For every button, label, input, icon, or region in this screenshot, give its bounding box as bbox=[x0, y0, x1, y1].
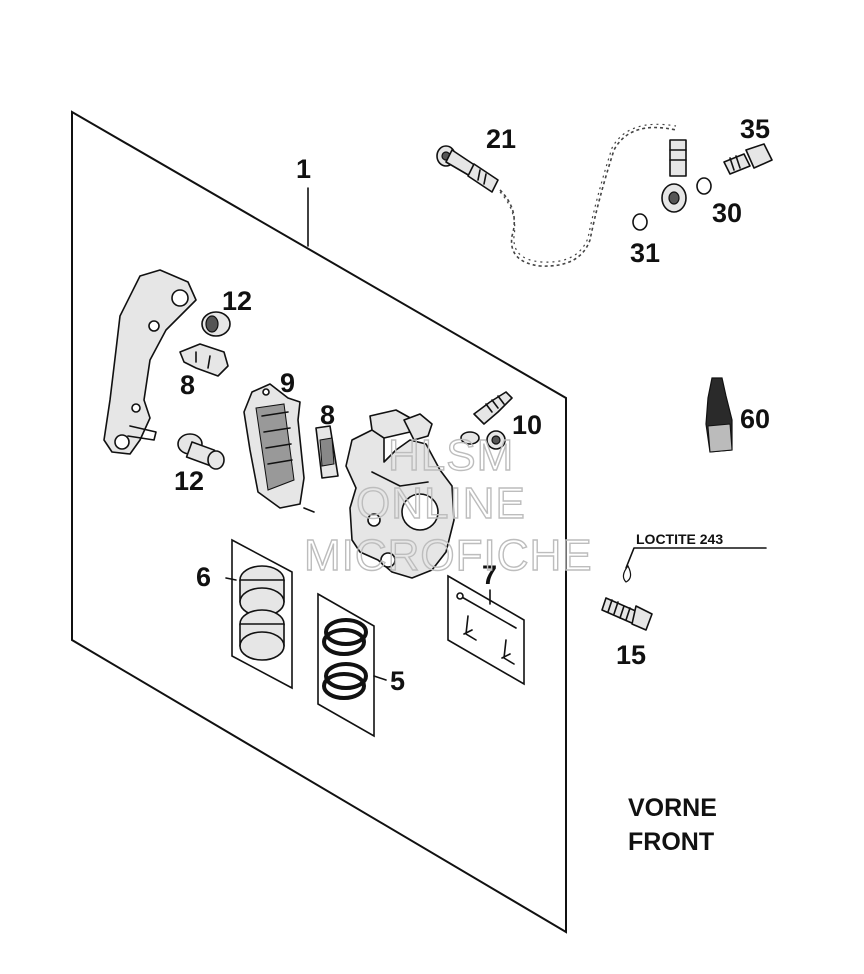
callout-7: 7 bbox=[482, 560, 497, 590]
pin-kit[interactable] bbox=[447, 574, 525, 686]
caption-vorne: VORNE bbox=[628, 794, 717, 822]
leader-line-6 bbox=[225, 577, 237, 581]
seal-kit[interactable] bbox=[317, 592, 375, 738]
loctite-label: LOCTITE 243 bbox=[636, 531, 723, 547]
watermark-line-1: HLSM bbox=[388, 431, 514, 480]
callout-60: 60 bbox=[740, 404, 770, 434]
callout-31: 31 bbox=[630, 238, 660, 268]
callout-8-right: 8 bbox=[320, 400, 335, 430]
callout-15: 15 bbox=[616, 640, 646, 670]
caliper-screw[interactable] bbox=[601, 597, 653, 631]
watermark-line-2: ONLINE bbox=[356, 479, 526, 528]
caption-front: FRONT bbox=[628, 828, 714, 856]
loctite-leader bbox=[625, 547, 767, 569]
callout-6: 6 bbox=[196, 562, 211, 592]
copper-washer-30[interactable] bbox=[696, 177, 712, 195]
callout-30: 30 bbox=[712, 198, 742, 228]
leader-line-5 bbox=[373, 675, 387, 681]
pad-retainer-plate[interactable] bbox=[315, 425, 339, 479]
watermark: HLSM ONLINE MICROFICHE bbox=[303, 430, 593, 580]
caliper-body[interactable] bbox=[345, 409, 455, 579]
pistons-kit[interactable] bbox=[231, 538, 293, 690]
threadlocker-bottle[interactable] bbox=[705, 377, 733, 453]
bleeder-screw[interactable] bbox=[460, 391, 513, 450]
banjo-bolt[interactable] bbox=[723, 143, 773, 175]
loctite-drop-icon bbox=[622, 564, 632, 583]
callout-12-upper: 12 bbox=[222, 286, 252, 316]
bushing-upper[interactable] bbox=[201, 311, 231, 337]
callout-8-upper: 8 bbox=[180, 370, 195, 400]
watermark-line-3: MICROFICHE bbox=[304, 531, 593, 580]
callout-1: 1 bbox=[296, 154, 311, 184]
pad-spring-upper[interactable] bbox=[179, 343, 229, 377]
brake-hose[interactable] bbox=[436, 123, 687, 267]
caliper-assembly-panel bbox=[71, 110, 567, 934]
guide-pin[interactable] bbox=[177, 433, 225, 470]
callout-9: 9 bbox=[280, 368, 295, 398]
callout-10: 10 bbox=[512, 410, 542, 440]
caliper-carrier-bracket[interactable] bbox=[103, 269, 197, 455]
callout-5: 5 bbox=[390, 666, 405, 696]
brake-pad[interactable] bbox=[243, 383, 315, 513]
callout-21: 21 bbox=[486, 124, 516, 154]
callout-12-lower: 12 bbox=[174, 466, 204, 496]
copper-washer-31[interactable] bbox=[632, 213, 648, 231]
callout-35: 35 bbox=[740, 114, 770, 144]
